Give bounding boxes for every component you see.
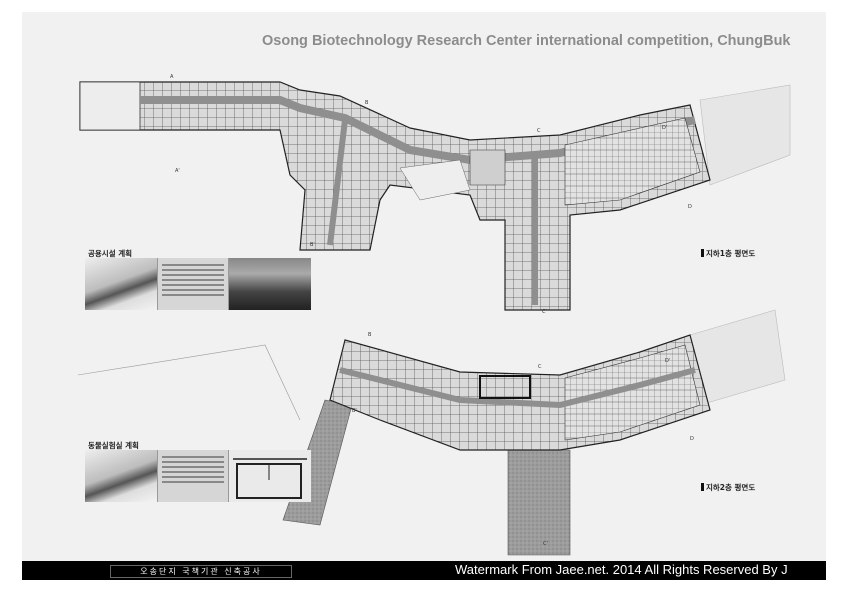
upper-atrium [399, 159, 471, 201]
watermark-text: Watermark From Jaee.net. 2014 All Rights… [455, 562, 788, 577]
public-facilities-panel [85, 258, 311, 310]
section-marker-b-prime: B' [310, 242, 315, 248]
section-marker-b: B [365, 100, 369, 106]
section-marker-d-prime: D' [662, 125, 667, 131]
upper-corridor-west-wing [327, 119, 348, 246]
lab-plan-detail-image [229, 450, 311, 502]
aerial-rendering-image [85, 258, 157, 310]
lower-lab-block-east [564, 344, 701, 441]
section-marker-d: D [690, 436, 694, 442]
panel-notes [157, 258, 229, 310]
project-name: 오송단지 국책기관 신축공사 [110, 565, 292, 578]
section-marker-a-prime: A' [175, 168, 180, 174]
lower-section-markers: B B' C C' D D' [352, 332, 694, 547]
aerial-rendering-image [85, 450, 157, 502]
lower-floor-plan: B B' C C' D D' [77, 309, 786, 556]
public-facilities-heading: 공용시설 계획 [88, 249, 133, 258]
section-marker-c-prime: C' [542, 309, 547, 315]
upper-floor-plan: A A' B B' C C' D D' [79, 74, 791, 315]
auditorium-rendering-image [229, 258, 311, 310]
panel-notes [157, 450, 229, 502]
section-marker-b: B [368, 332, 372, 338]
section-marker-c: C [538, 364, 542, 370]
upper-lecture-hall [469, 149, 506, 186]
sheet-title: Osong Biotechnology Research Center inte… [262, 33, 791, 49]
floor-label-b1: 지하1층 평면도 [701, 248, 755, 259]
upper-section-markers: A A' B B' C C' D D' [170, 74, 692, 315]
section-marker-b-prime: B' [352, 408, 357, 414]
lower-core-rooms [479, 375, 531, 399]
footer-bar: 오송단지 국책기관 신축공사 Watermark From Jaee.net. … [22, 561, 826, 580]
upper-west-hall [79, 81, 141, 131]
lower-corridor [339, 367, 696, 409]
lower-site-line [77, 344, 301, 421]
animal-lab-heading: 동물실험실 계획 [88, 441, 139, 450]
lower-south-ramp [507, 449, 571, 556]
upper-site-outline [699, 84, 791, 186]
section-marker-c-prime: C' [543, 541, 548, 547]
upper-lab-block-east [564, 117, 701, 206]
section-marker-c: C [537, 128, 541, 134]
animal-lab-panel [85, 450, 311, 502]
upper-plan-footprint [79, 81, 711, 311]
section-marker-d: D [688, 204, 692, 210]
section-marker-d-prime: D' [665, 358, 670, 364]
section-marker-a: A [170, 74, 174, 80]
floor-label-b2: 지하2층 평면도 [701, 482, 755, 493]
